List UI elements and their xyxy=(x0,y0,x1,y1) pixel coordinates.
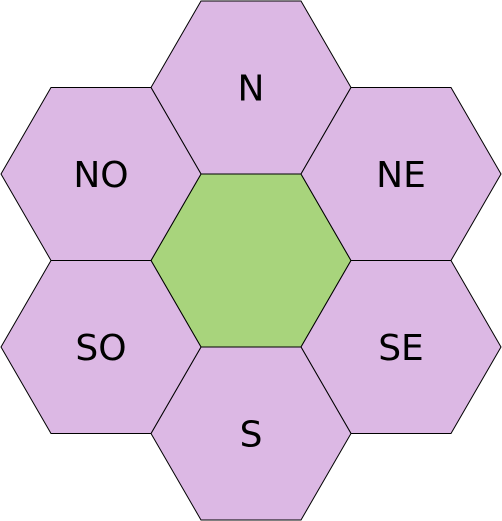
hex-no-label: NO xyxy=(73,155,128,196)
hex-cell-no: NO xyxy=(0,87,202,261)
hex-no-shape xyxy=(0,87,202,261)
hex-n-label: N xyxy=(238,69,265,110)
hex-ne-label: NE xyxy=(376,155,426,196)
hex-so-label: SO xyxy=(75,328,126,369)
hex-cell-ne: NE xyxy=(300,87,502,261)
hex-cell-so: SO xyxy=(0,260,202,434)
hex-s-label: S xyxy=(240,415,263,456)
hex-se-label: SE xyxy=(378,328,424,369)
